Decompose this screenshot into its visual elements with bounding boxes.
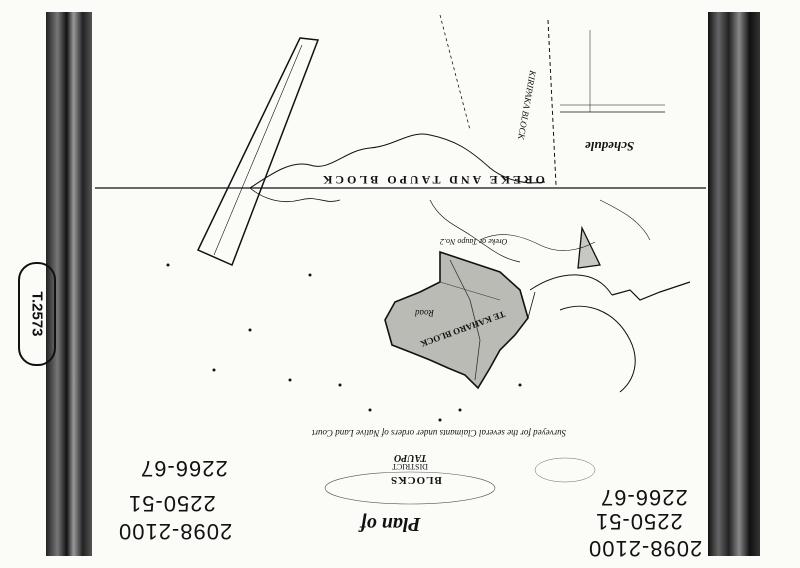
right-number-3: 2266-67 xyxy=(600,485,688,510)
oreke-no2-label: Oreke or Taupo No.2 xyxy=(440,237,508,246)
left-number-3: 2266-67 xyxy=(140,456,228,481)
reference-stamp: T.2573 xyxy=(18,262,56,366)
arc-boundary-2 xyxy=(559,305,636,393)
stream-1 xyxy=(429,199,521,263)
district-taupo-label: TAUPO xyxy=(394,452,427,463)
right-border-strip xyxy=(708,12,760,556)
left-border-strip xyxy=(46,12,92,556)
schedule-label: Schedule xyxy=(585,139,635,154)
left-number-1: 2098-2100 xyxy=(118,519,233,544)
river-boundary xyxy=(249,133,546,189)
survey-line-dashed-2 xyxy=(439,14,471,131)
survey-line-dashed xyxy=(547,19,557,186)
map-title: Plan of xyxy=(360,513,421,535)
arc-boundary-1 xyxy=(529,274,613,296)
left-number-2: 2250-51 xyxy=(128,491,216,516)
district-label: DISTRICT xyxy=(392,462,428,471)
title-flourish xyxy=(324,471,496,505)
reference-stamp-text: T.2573 xyxy=(28,291,46,337)
right-number-1: 2098-2100 xyxy=(588,536,703,561)
diagonal-road-strip xyxy=(196,37,320,267)
block-main-label: OREKE AND TAUPO BLOCK xyxy=(320,173,545,187)
road-label: Road xyxy=(415,308,434,318)
district-blocks-label: BLOCKS xyxy=(390,474,442,486)
right-number-2: 2250-51 xyxy=(595,509,683,534)
te-kaharo-block xyxy=(384,250,529,390)
survey-note: Surveyed for the several Claimants under… xyxy=(312,428,567,438)
